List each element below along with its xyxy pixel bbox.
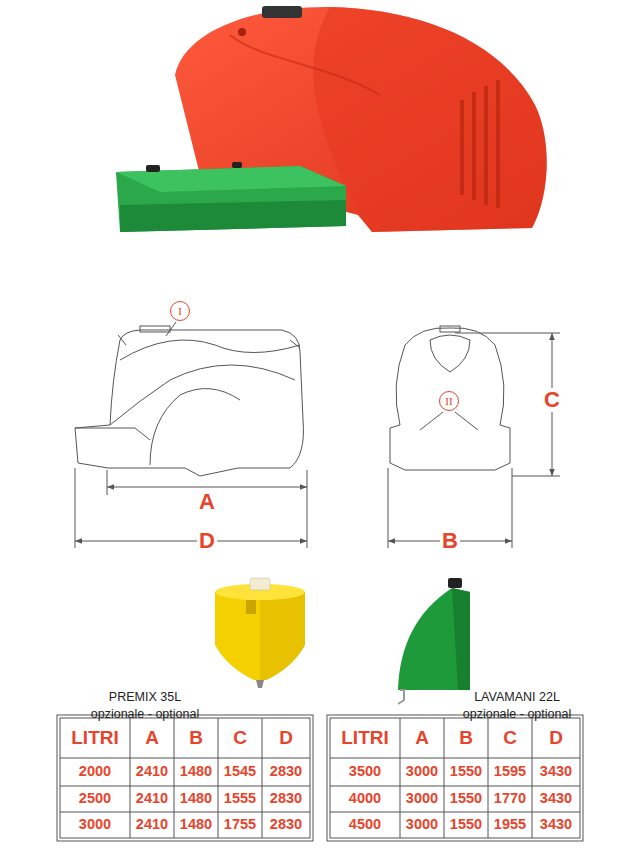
table-lines bbox=[57, 715, 313, 841]
table-row-line bbox=[330, 812, 580, 813]
table-outer-border bbox=[327, 715, 583, 841]
table-lines bbox=[327, 715, 583, 841]
table-border bbox=[60, 718, 310, 838]
table-header: C bbox=[233, 728, 247, 749]
table-cell: 2830 bbox=[270, 791, 302, 807]
table-column-line bbox=[218, 718, 219, 838]
table-border bbox=[330, 718, 580, 838]
table-column-line bbox=[532, 718, 533, 838]
table-row-line bbox=[60, 758, 310, 759]
table-row-line bbox=[330, 786, 580, 787]
table-cell: 3000 bbox=[406, 817, 438, 833]
table-cell: 1545 bbox=[224, 764, 256, 780]
table-column-line bbox=[488, 718, 489, 838]
callout-circle: I bbox=[170, 301, 190, 321]
dimension-letter: D bbox=[197, 529, 217, 553]
table-cell: 2830 bbox=[270, 817, 302, 833]
side-view bbox=[75, 326, 303, 476]
table-header: A bbox=[145, 728, 159, 749]
table-cell: 3000 bbox=[79, 817, 111, 833]
table-row-line bbox=[60, 812, 310, 813]
table-outer-border bbox=[57, 715, 313, 841]
table-column-line bbox=[262, 718, 263, 838]
tank-render bbox=[116, 6, 547, 232]
dimension-letter: C bbox=[542, 388, 562, 412]
table-cell: 1550 bbox=[450, 791, 482, 807]
dimension-letter: A bbox=[199, 490, 215, 514]
table-header: D bbox=[279, 728, 293, 749]
table-cell: 1770 bbox=[494, 791, 526, 807]
dimension-letter: B bbox=[440, 529, 460, 553]
table-cell: 2830 bbox=[270, 764, 302, 780]
table-grid bbox=[57, 715, 583, 841]
table-cell: 3000 bbox=[406, 791, 438, 807]
table-column-line bbox=[130, 718, 131, 838]
table-cell: 1955 bbox=[494, 817, 526, 833]
table-cell: 4500 bbox=[349, 817, 381, 833]
option-note: opzionale - optional bbox=[463, 708, 571, 722]
table-header: D bbox=[549, 728, 563, 749]
callout-number: II bbox=[445, 396, 452, 407]
table-cell: 1480 bbox=[180, 791, 212, 807]
callout-circle: II bbox=[439, 391, 459, 411]
table-cell: 1550 bbox=[450, 764, 482, 780]
table-cell: 2410 bbox=[136, 817, 168, 833]
table-cell: 1555 bbox=[224, 791, 256, 807]
option-name: PREMIX 35L bbox=[109, 691, 181, 705]
table-header: C bbox=[503, 728, 517, 749]
table-cell: 1755 bbox=[224, 817, 256, 833]
table-header: LITRI bbox=[71, 728, 119, 749]
table-cell: 2000 bbox=[79, 764, 111, 780]
table-cell: 2410 bbox=[136, 791, 168, 807]
premix-tank bbox=[215, 578, 305, 688]
table-cell: 3000 bbox=[406, 764, 438, 780]
table-cell: 1595 bbox=[494, 764, 526, 780]
table-header: B bbox=[189, 728, 203, 749]
table-cell: 3430 bbox=[540, 764, 572, 780]
table-cell: 1480 bbox=[180, 764, 212, 780]
handwash-tank bbox=[398, 578, 470, 704]
callout-number: I bbox=[178, 306, 182, 317]
table-cell: 3430 bbox=[540, 817, 572, 833]
table-column-line bbox=[400, 718, 401, 838]
table-column-line bbox=[174, 718, 175, 838]
option-name: LAVAMANI 22L bbox=[474, 691, 560, 705]
table-row-line bbox=[330, 758, 580, 759]
table-cell: 2500 bbox=[79, 791, 111, 807]
table-header: A bbox=[415, 728, 429, 749]
table-header: LITRI bbox=[341, 728, 389, 749]
front-view bbox=[390, 326, 510, 470]
table-column-line bbox=[444, 718, 445, 838]
table-cell: 2410 bbox=[136, 764, 168, 780]
leader-lines bbox=[166, 322, 478, 430]
table-cell: 1550 bbox=[450, 817, 482, 833]
table-row-line bbox=[60, 786, 310, 787]
table-header: B bbox=[459, 728, 473, 749]
table-cell: 3430 bbox=[540, 791, 572, 807]
dimension-lines bbox=[75, 333, 560, 548]
table-cell: 4000 bbox=[349, 791, 381, 807]
option-note: opzionale - optional bbox=[91, 708, 199, 722]
table-cell: 3500 bbox=[349, 764, 381, 780]
table-cell: 1480 bbox=[180, 817, 212, 833]
